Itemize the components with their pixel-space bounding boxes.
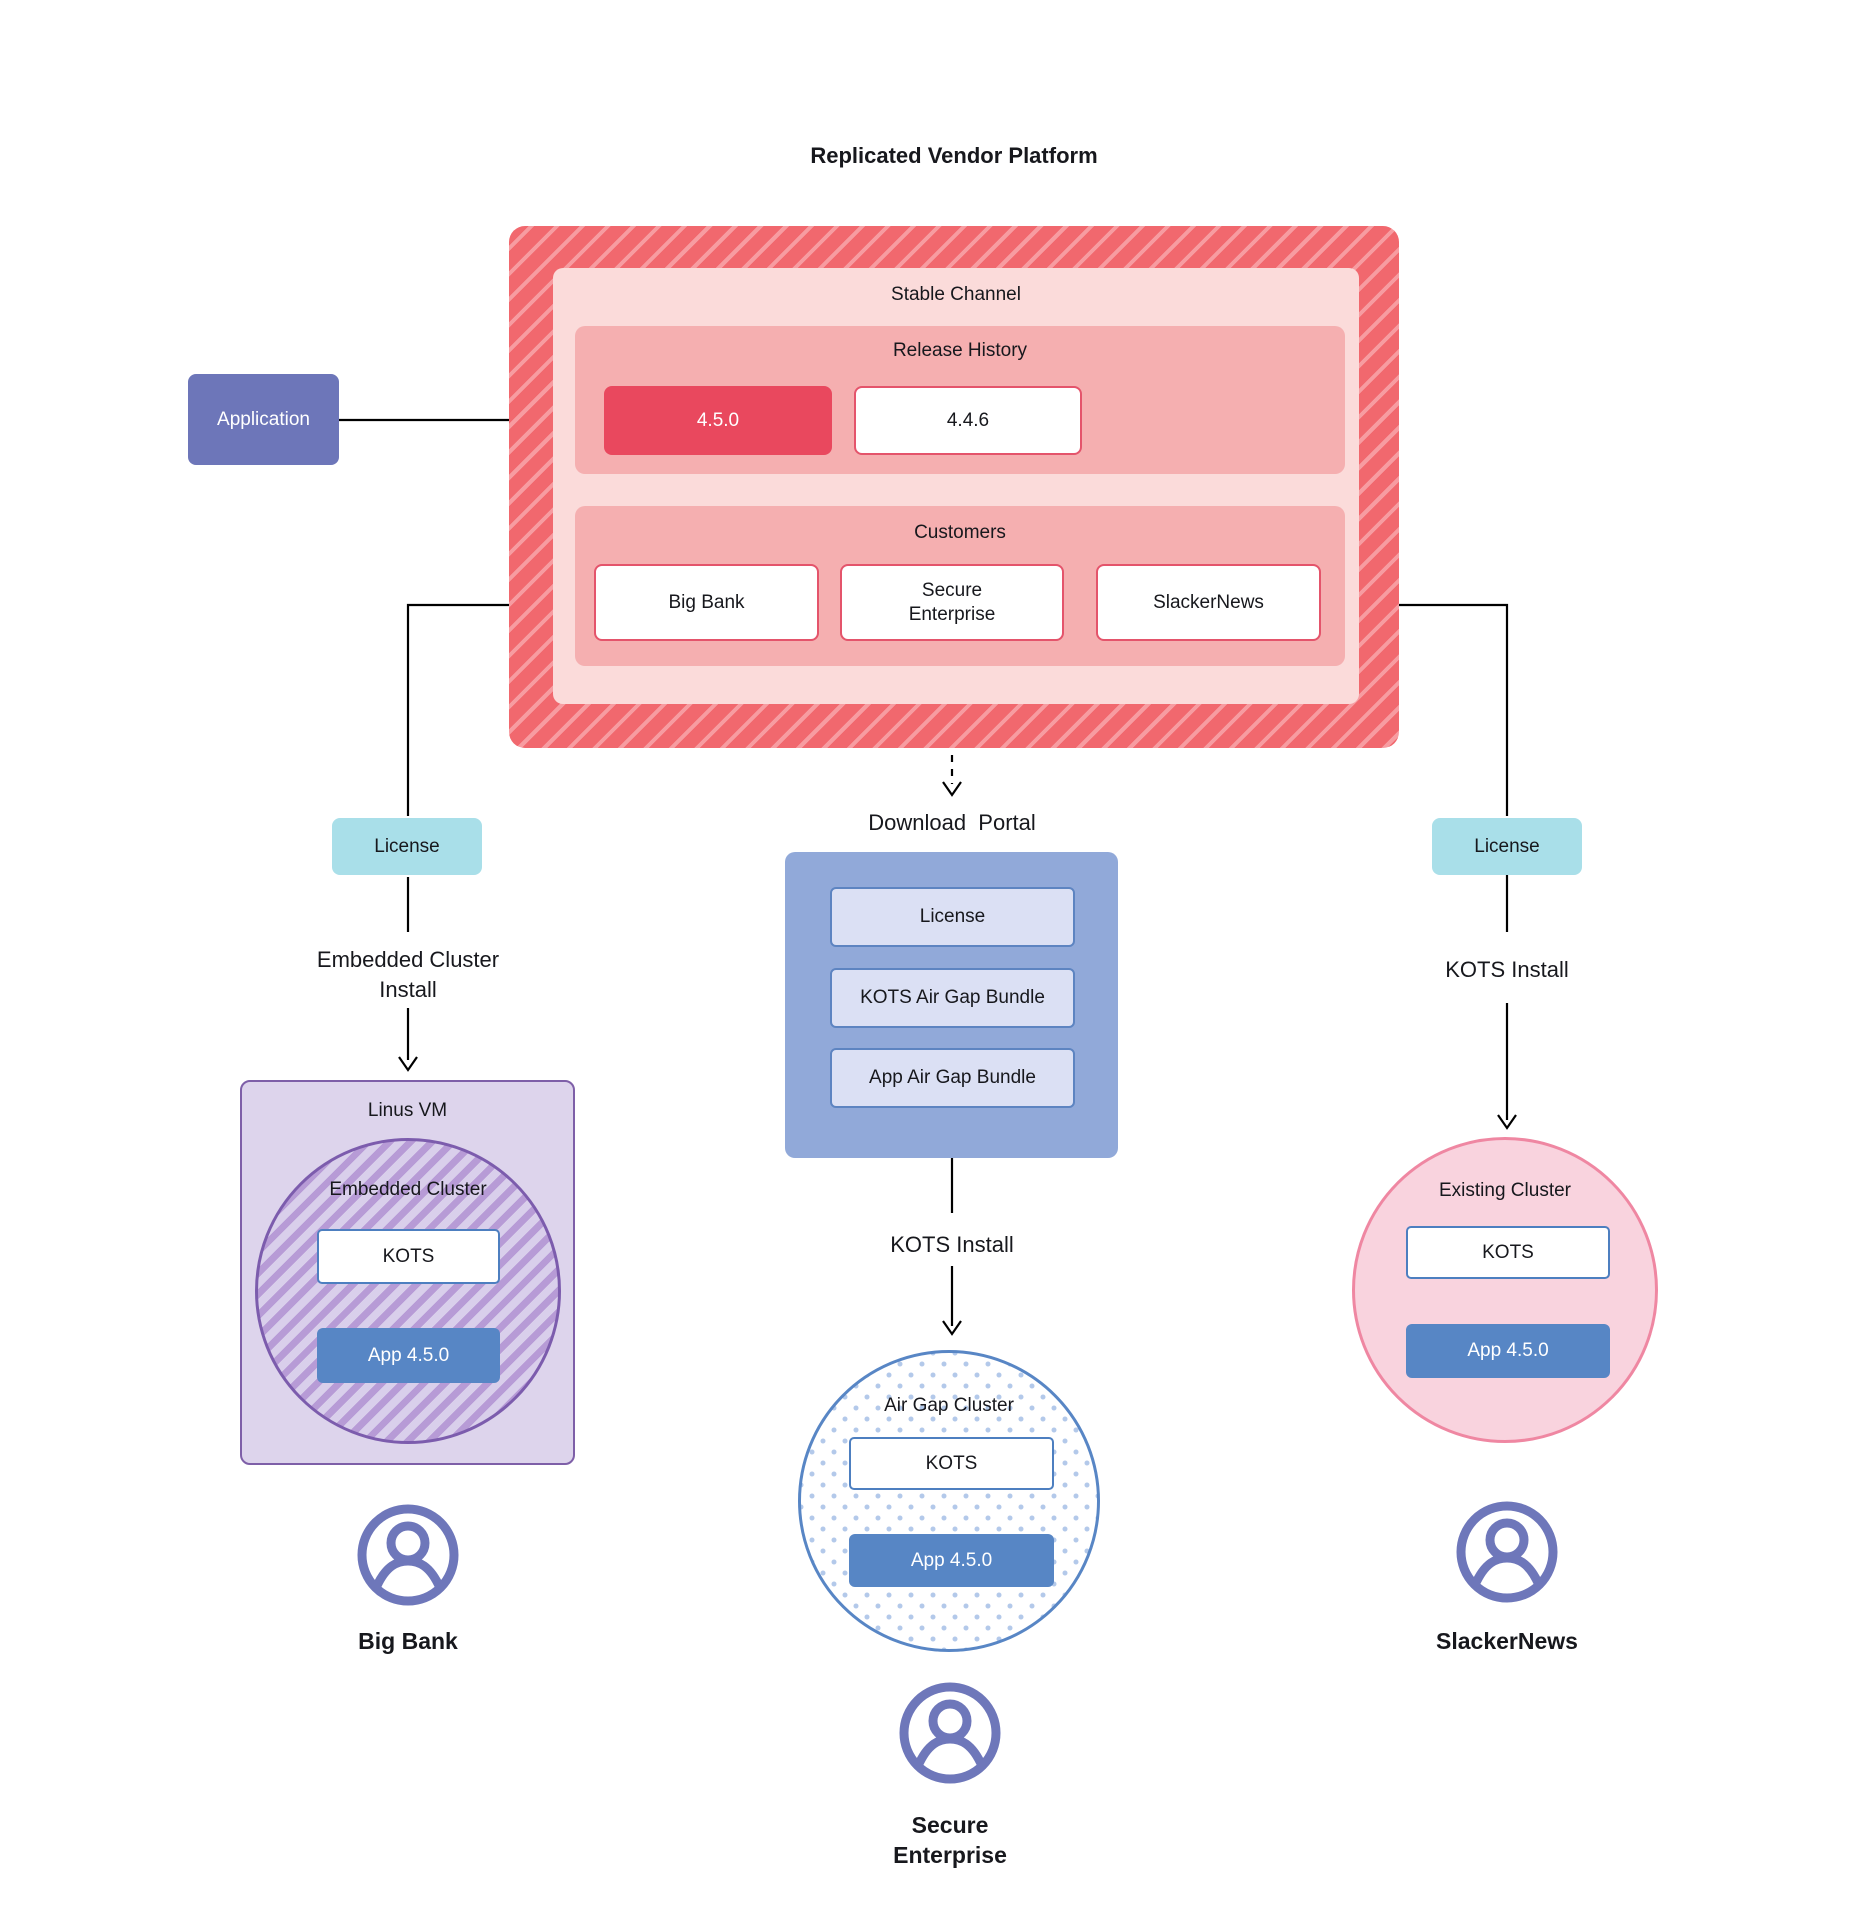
kots-box-left: KOTS — [317, 1229, 500, 1284]
person-icon-big-bank — [357, 1504, 459, 1606]
existing-cluster-label: Existing Cluster — [1439, 1180, 1571, 1201]
release-4-4-6: 4.4.6 — [854, 386, 1082, 455]
existing-cluster-circle: Existing Cluster KOTS App 4.5.0 — [1352, 1137, 1658, 1443]
release-history-box: Release History 4.5.0 4.4.6 — [575, 326, 1345, 474]
linus-vm-label: Linus VM — [367, 1100, 448, 1121]
person-icon-secure-enterprise — [899, 1682, 1001, 1784]
application-box: Application — [188, 374, 339, 465]
kots-install-label-right: KOTS Install — [1445, 957, 1569, 982]
vendor-platform-box: Stable Channel Release History 4.5.0 4.4… — [509, 226, 1399, 748]
app-450-box-mid: App 4.5.0 — [849, 1534, 1054, 1587]
customers-box: Customers Big Bank Secure Enterprise Sla… — [575, 506, 1345, 666]
arrowhead-to-airgap-cluster — [942, 1320, 962, 1336]
air-gap-cluster-label: Air Gap Cluster — [884, 1395, 1014, 1416]
download-portal-box: License KOTS Air Gap Bundle App Air Gap … — [785, 852, 1118, 1158]
linus-vm-box: Linus VM Embedded Cluster KOTS App 4.5.0 — [240, 1080, 575, 1465]
stable-channel-label: Stable Channel — [891, 284, 1021, 305]
portal-item-kots-airgap-bundle: KOTS Air Gap Bundle — [830, 968, 1075, 1028]
app-450-box-right: App 4.5.0 — [1406, 1324, 1610, 1378]
app-450-box-left: App 4.5.0 — [317, 1328, 500, 1383]
license-box-left: License — [332, 818, 482, 875]
customer-big-bank: Big Bank — [594, 564, 819, 641]
diagram-title: Replicated Vendor Platform — [810, 143, 1098, 168]
arrowhead-to-existing-cluster — [1497, 1114, 1517, 1130]
embedded-cluster-circle: Embedded Cluster KOTS App 4.5.0 — [255, 1138, 561, 1444]
portal-item-license: License — [830, 887, 1075, 947]
customer-slackernews: SlackerNews — [1096, 564, 1321, 641]
person-label-big-bank: Big Bank — [358, 1628, 458, 1654]
air-gap-cluster-circle: Air Gap Cluster KOTS App 4.5.0 — [798, 1350, 1100, 1652]
download-portal-label: Download Portal — [868, 810, 1036, 835]
person-label-secure-enterprise: Secure Enterprise — [893, 1812, 1007, 1868]
kots-box-right: KOTS — [1406, 1226, 1610, 1279]
kots-box-mid: KOTS — [849, 1437, 1054, 1490]
customers-label: Customers — [914, 522, 1006, 543]
customer-secure-enterprise: Secure Enterprise — [840, 564, 1064, 641]
arrowhead-to-linus-vm — [398, 1056, 418, 1072]
release-4-5-0: 4.5.0 — [604, 386, 832, 455]
arrowhead-to-download-portal — [942, 781, 962, 797]
embedded-cluster-label: Embedded Cluster — [329, 1179, 487, 1200]
release-history-label: Release History — [892, 340, 1028, 361]
person-label-slackernews: SlackerNews — [1436, 1628, 1578, 1654]
license-box-right: License — [1432, 818, 1582, 875]
stable-channel-box: Stable Channel Release History 4.5.0 4.4… — [553, 268, 1359, 704]
kots-install-label-mid: KOTS Install — [890, 1232, 1014, 1257]
person-icon-slackernews — [1456, 1501, 1558, 1603]
portal-item-app-airgap-bundle: App Air Gap Bundle — [830, 1048, 1075, 1108]
embedded-cluster-install-label: Embedded Cluster Install — [316, 947, 500, 1002]
